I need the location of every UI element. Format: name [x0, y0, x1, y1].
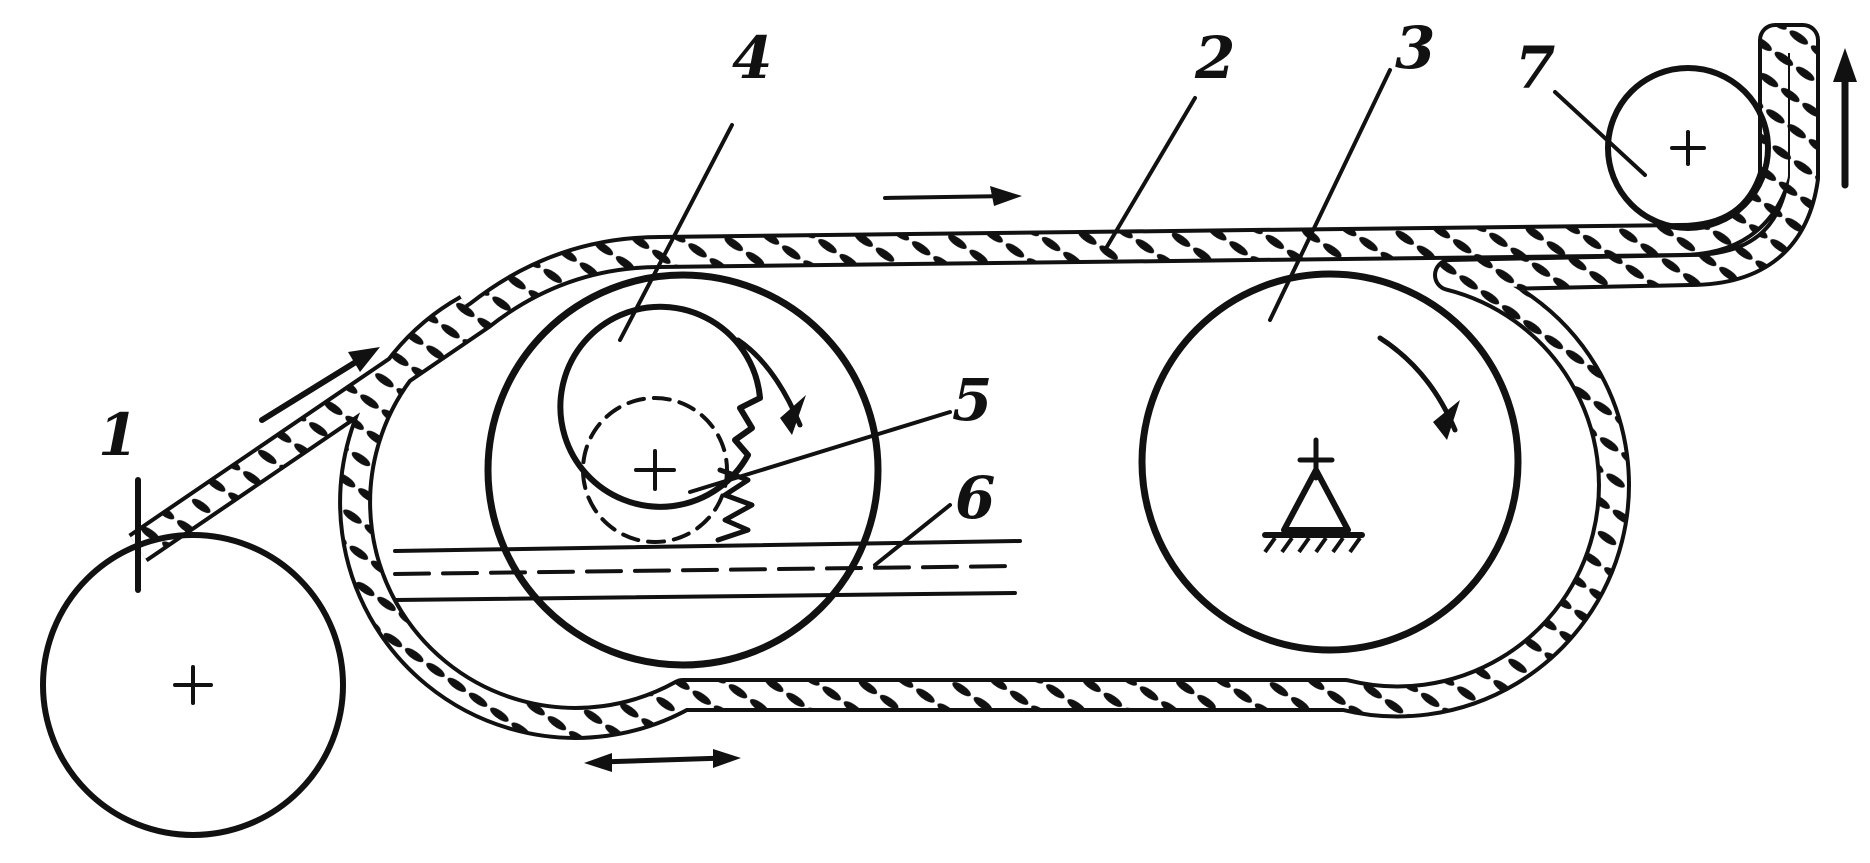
- belt-direction-arrow-incline: [259, 347, 380, 423]
- guide-roll: [1605, 65, 1771, 231]
- label-gear: 5: [952, 366, 992, 434]
- label-applicator-drum: 4: [732, 24, 772, 92]
- liquid-bath: [393, 539, 1022, 602]
- applicator-drum: [484, 271, 882, 669]
- belt-direction-arrow-top: [883, 186, 1022, 206]
- reciprocation-arrow: [584, 749, 741, 772]
- belt: [128, 23, 1820, 740]
- label-drive-drum: 3: [1395, 14, 1435, 82]
- feed-roll: [40, 477, 346, 838]
- label-guide-roll: 7: [1515, 34, 1555, 102]
- label-feed-roll: 1: [98, 401, 138, 469]
- label-bath: 6: [955, 464, 995, 532]
- drive-drum: [1138, 270, 1522, 654]
- belt-direction-arrow-up: [1833, 48, 1857, 189]
- label-belt: 2: [1194, 24, 1235, 92]
- gear: [715, 467, 755, 543]
- leader-lines: [618, 68, 1647, 567]
